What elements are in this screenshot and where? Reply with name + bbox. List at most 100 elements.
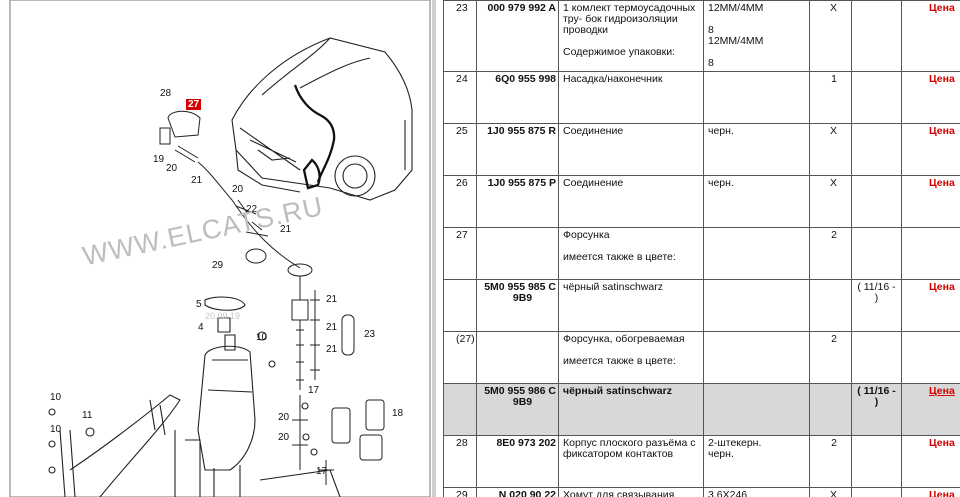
callout-21: 21: [326, 294, 338, 305]
callout-4: 4: [198, 322, 204, 333]
cell-quantity: 2: [809, 331, 852, 384]
note-line: 8: [708, 57, 714, 69]
callout-17: 17: [316, 466, 328, 477]
price-link[interactable]: Цена: [901, 0, 960, 72]
callout-22: 22: [246, 204, 258, 215]
description-line: Форсунка, обогреваемая: [563, 333, 685, 345]
description-line: Корпус плоского разъёма с фиксатором кон…: [563, 437, 696, 460]
part-number[interactable]: 6Q0 955 998: [495, 73, 556, 85]
callout-11: 11: [82, 410, 93, 421]
cell-position: 23: [443, 0, 477, 72]
description-line: Соединение: [563, 177, 624, 189]
cell-position: 29: [443, 487, 477, 497]
cell-description: Соединение: [558, 123, 704, 176]
watermark-date: 20.09.19: [205, 311, 241, 321]
cell-date-range: [851, 435, 902, 488]
part-number[interactable]: 8E0 973 202: [496, 437, 556, 449]
cell-part-number[interactable]: [476, 331, 559, 384]
cell-position: 27: [443, 227, 477, 280]
cell-position: 25: [443, 123, 477, 176]
description-line: имеется также в цвете:: [563, 355, 676, 367]
note-line: 2-штекерн.: [708, 437, 762, 449]
part-number[interactable]: 1J0 955 875 R: [487, 125, 556, 137]
price-link: [901, 227, 960, 280]
callout-19: 19: [153, 154, 165, 165]
price-link[interactable]: Цена: [901, 123, 960, 176]
cell-part-number[interactable]: 8E0 973 202: [476, 435, 559, 488]
part-number[interactable]: 1J0 955 875 P: [487, 177, 556, 189]
cell-part-number[interactable]: [476, 227, 559, 280]
cell-note: 2-штекерн.черн.: [703, 435, 810, 488]
part-number[interactable]: 000 979 992 A: [487, 2, 556, 14]
price-link[interactable]: Цена: [901, 487, 960, 497]
parts-diagram: 28 27 19 20 21 20 22 21 29 4 5 21 21 21 …: [0, 0, 432, 497]
cell-quantity: 2: [809, 435, 852, 488]
description-line: Соединение: [563, 125, 624, 137]
cell-part-number[interactable]: 6Q0 955 998: [476, 71, 559, 124]
callout-10: 10: [50, 392, 62, 403]
cell-part-number[interactable]: 1J0 955 875 P: [476, 175, 559, 228]
cell-part-number[interactable]: 000 979 992 A: [476, 0, 559, 72]
cell-quantity: 2: [809, 227, 852, 280]
callout-10: 10: [50, 424, 62, 435]
note-line: черн.: [708, 125, 734, 137]
cell-note: [703, 279, 810, 332]
description-line: Хомут для связывания: [563, 489, 675, 497]
callout-21: 21: [326, 344, 338, 355]
cell-position: [443, 279, 477, 332]
cell-description: 1 комлект термоусадочных тру- бок гидрои…: [558, 0, 704, 72]
cell-description: чёрный satinschwarz: [558, 279, 704, 332]
cell-position: 24: [443, 71, 477, 124]
cell-description: Форсунка, обогреваемая имеется также в цв…: [558, 331, 704, 384]
cell-date-range: ( 11/16 - ): [851, 383, 902, 436]
price-link[interactable]: Цена: [901, 175, 960, 228]
callout-20: 20: [278, 412, 290, 423]
callout-27[interactable]: 27: [186, 99, 202, 110]
cell-position: (27): [443, 331, 477, 384]
part-color-code: 9B9: [512, 396, 533, 408]
note-line: [708, 47, 805, 58]
part-number[interactable]: N 020 90 22: [498, 489, 556, 497]
callout-5: 5: [196, 299, 202, 310]
callout-20: 20: [166, 163, 178, 174]
cell-date-range: [851, 123, 902, 176]
cell-note: черн.: [703, 123, 810, 176]
cell-description: Соединение: [558, 175, 704, 228]
note-line: 12MM/4MM: [708, 2, 764, 14]
price-link[interactable]: Цена: [901, 279, 960, 332]
part-color-code: 9B9: [512, 292, 533, 304]
part-number[interactable]: 5M0 955 986 C: [484, 385, 556, 397]
callout-29: 29: [212, 260, 224, 271]
cell-part-number[interactable]: N 020 90 22: [476, 487, 559, 497]
cell-date-range: ( 11/16 - ): [851, 279, 902, 332]
cell-part-number[interactable]: 1J0 955 875 R: [476, 123, 559, 176]
part-number[interactable]: 5M0 955 985 C: [484, 281, 556, 293]
cell-note: [703, 227, 810, 280]
cell-description: Корпус плоского разъёма с фиксатором кон…: [558, 435, 704, 488]
callout-21: 21: [326, 322, 338, 333]
price-link[interactable]: Цена: [901, 383, 960, 436]
cell-quantity: X: [809, 0, 852, 72]
table-row[interactable]: (27) Форсунка, обогреваемая имеется также …: [443, 331, 960, 384]
price-link[interactable]: Цена: [901, 71, 960, 124]
note-line: [708, 14, 805, 25]
note-line: 8: [708, 24, 714, 36]
callout-23: 23: [364, 329, 376, 340]
price-link[interactable]: Цена: [901, 435, 960, 488]
description-line: Содержимое упаковки:: [563, 46, 675, 58]
